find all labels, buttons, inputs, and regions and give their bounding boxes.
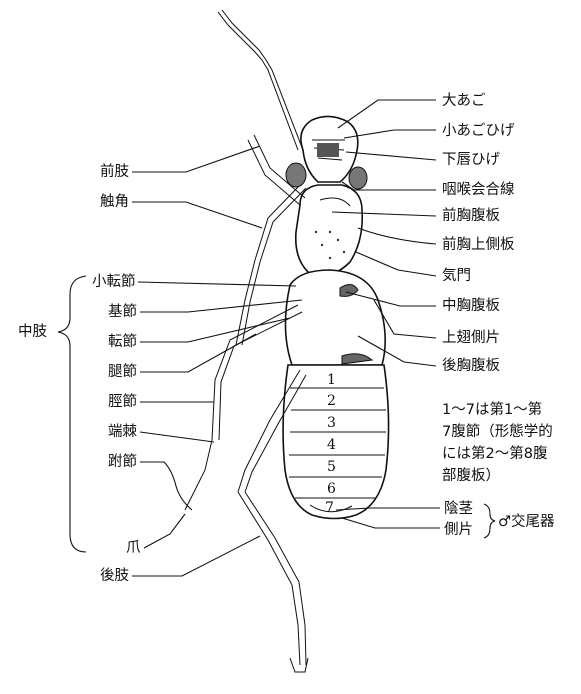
segment-1: 1 xyxy=(327,372,336,388)
leader-trochanter xyxy=(138,282,296,286)
segment-7: 7 xyxy=(325,500,334,516)
leader-spur xyxy=(140,432,214,442)
label-prosternum: 前胸腹板 xyxy=(442,206,500,224)
beetle-illustration xyxy=(185,10,389,672)
leader-claw xyxy=(144,514,185,548)
leader-antenna xyxy=(132,202,262,228)
label-antenna: 触角 xyxy=(100,193,129,210)
leader-propleuron xyxy=(358,228,436,244)
note-line-4: 部腹板） xyxy=(442,466,500,484)
leader-foreleg xyxy=(132,146,260,172)
label-mandible: 大あご xyxy=(442,92,486,109)
genital-brace xyxy=(484,504,495,538)
label-foreleg: 前肢 xyxy=(100,163,129,180)
leader-hindleg xyxy=(132,536,260,576)
note-line-1: 1～7は第1～第 xyxy=(442,400,542,418)
label-spiracle: 気門 xyxy=(442,267,471,284)
label-paramere: 側片 xyxy=(444,521,473,538)
segment-4: 4 xyxy=(327,437,336,453)
label-trochanter2: 転節 xyxy=(108,332,137,350)
label-maxillary-palp: 小あごひげ xyxy=(442,122,515,139)
leader-paramere xyxy=(342,518,440,528)
label-tibia: 脛節 xyxy=(108,392,137,410)
left-labels: 前肢 触角 小転節 基節 転節 腿節 脛節 端棘 跗節 爪 後肢 中肢 xyxy=(18,146,302,584)
label-hindleg: 後肢 xyxy=(100,567,129,584)
label-propleuron: 前胸上側板 xyxy=(442,235,515,253)
label-gular-suture: 咽喉会合線 xyxy=(442,181,515,198)
leader-mandible xyxy=(338,100,436,128)
leader-tarsus xyxy=(140,462,192,510)
segment-note: 1～7は第1～第 7腹節（形態学的 には第2～第8腹 部腹板） xyxy=(442,400,553,484)
leader-labial-palp xyxy=(346,152,436,160)
label-claw: 爪 xyxy=(126,540,141,556)
label-spur: 端棘 xyxy=(108,423,137,440)
note-line-2: 7腹節（形態学的 xyxy=(442,422,553,440)
note-line-3: には第2～第8腹 xyxy=(442,444,548,462)
segment-6: 6 xyxy=(327,481,336,497)
leader-spiracle xyxy=(356,252,436,276)
leader-coxa xyxy=(140,300,302,312)
label-trochanter: 小転節 xyxy=(92,272,136,290)
label-labial-palp: 下唇ひげ xyxy=(442,151,500,168)
label-metasternum: 後胸腹板 xyxy=(442,356,500,374)
segment-5: 5 xyxy=(327,459,336,475)
label-aedeagus: 陰茎 xyxy=(444,500,473,517)
leader-trochanter2 xyxy=(140,318,290,342)
label-midleg: 中肢 xyxy=(18,323,47,340)
segment-3: 3 xyxy=(327,415,336,431)
label-coxa: 基節 xyxy=(108,302,137,320)
midleg-brace xyxy=(58,276,86,552)
segment-2: 2 xyxy=(327,393,336,409)
label-femur: 腿節 xyxy=(108,362,137,380)
label-mesosternum: 中胸腹板 xyxy=(442,296,500,314)
label-tarsus: 跗節 xyxy=(108,452,137,470)
label-copulatory-organ: ♂交尾器 xyxy=(498,512,555,530)
label-epipleuron: 上翅側片 xyxy=(442,329,500,346)
